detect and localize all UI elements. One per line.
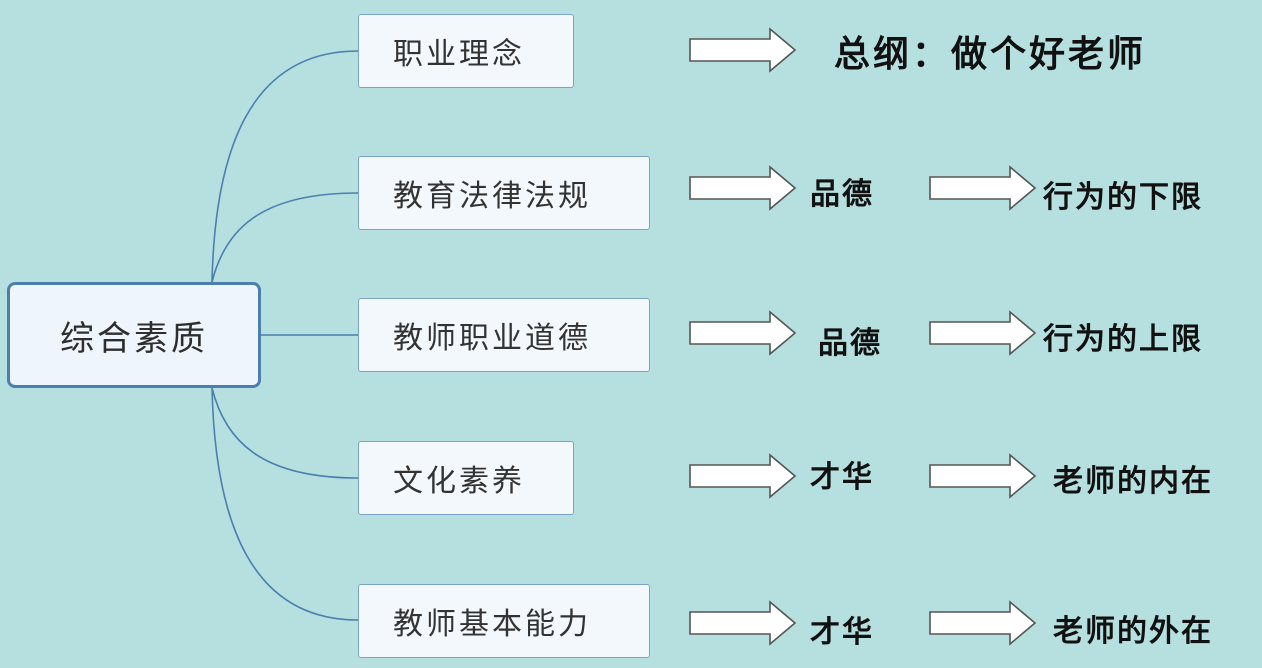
arrow-icon xyxy=(929,310,1037,356)
meaning-label-2: 行为的下限 xyxy=(1043,180,1203,215)
quality-label-2: 品德 xyxy=(810,177,874,212)
connector-1 xyxy=(211,50,359,283)
branch-node-5[interactable]: 教师基本能力 xyxy=(358,584,650,658)
arrow-icon xyxy=(929,600,1037,646)
meaning-label-5: 老师的外在 xyxy=(1053,614,1213,649)
arrow-icon xyxy=(929,453,1037,499)
arrow-icon xyxy=(689,453,797,499)
arrow-icon xyxy=(689,165,797,211)
branch-node-4[interactable]: 文化素养 xyxy=(358,441,574,515)
arrow-icon xyxy=(689,310,797,356)
branch-node-1[interactable]: 职业理念 xyxy=(358,14,574,88)
quality-label-5: 才华 xyxy=(810,615,874,650)
arrow-icon xyxy=(689,27,797,73)
meaning-label-3: 行为的上限 xyxy=(1043,322,1203,357)
meaning-label-4: 老师的内在 xyxy=(1053,464,1213,499)
quality-label-3: 品德 xyxy=(818,326,882,361)
connector-5 xyxy=(211,387,359,621)
quality-label-1: 总纲：做个好老师 xyxy=(834,34,1147,75)
connector-2 xyxy=(211,192,359,283)
root-node[interactable]: 综合素质 xyxy=(7,282,261,388)
arrow-icon xyxy=(689,600,797,646)
branch-node-2[interactable]: 教育法律法规 xyxy=(358,156,650,230)
connector-4 xyxy=(211,387,359,479)
quality-label-4: 才华 xyxy=(810,460,874,495)
arrow-icon xyxy=(929,165,1037,211)
branch-node-3[interactable]: 教师职业道德 xyxy=(358,298,650,372)
